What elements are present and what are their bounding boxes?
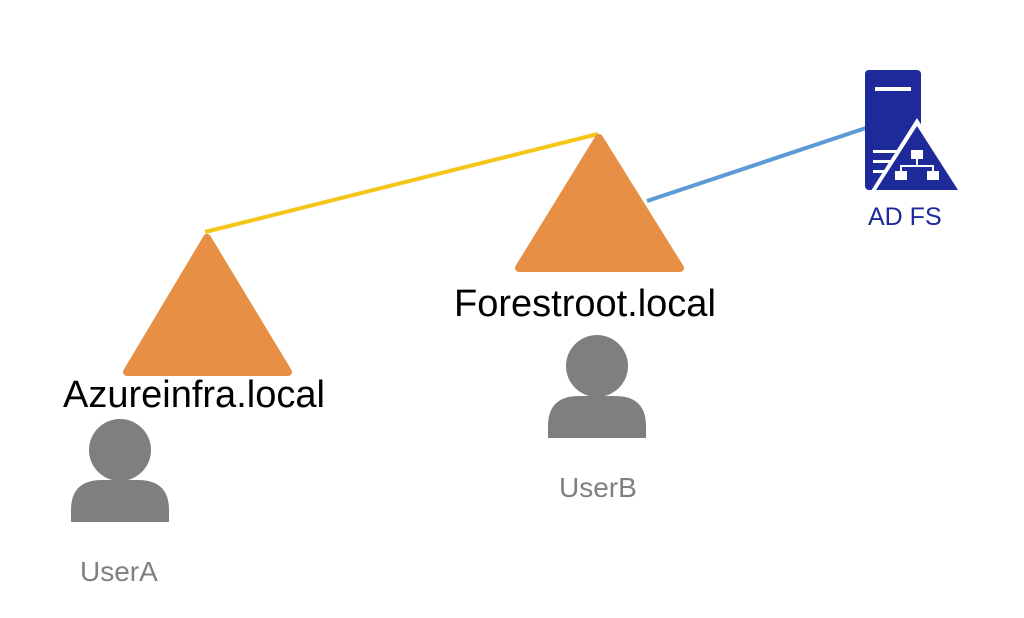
- user-b-person-icon: [548, 335, 646, 438]
- user-a-person-icon: [71, 419, 169, 522]
- adfs-server-icon: [865, 70, 965, 194]
- user-a-label: UserA: [80, 556, 158, 587]
- adfs-label: AD FS: [868, 203, 942, 231]
- forestroot-forest-triangle: [515, 134, 684, 272]
- azureinfra-forest-triangle: [123, 234, 292, 376]
- forest-trust-link: [204, 132, 599, 234]
- azureinfra-domain-label: Azureinfra.local: [63, 374, 325, 416]
- user-b-label: UserB: [559, 472, 637, 503]
- forestroot-domain-label: Forestroot.local: [454, 283, 716, 325]
- adfs-link: [646, 126, 867, 203]
